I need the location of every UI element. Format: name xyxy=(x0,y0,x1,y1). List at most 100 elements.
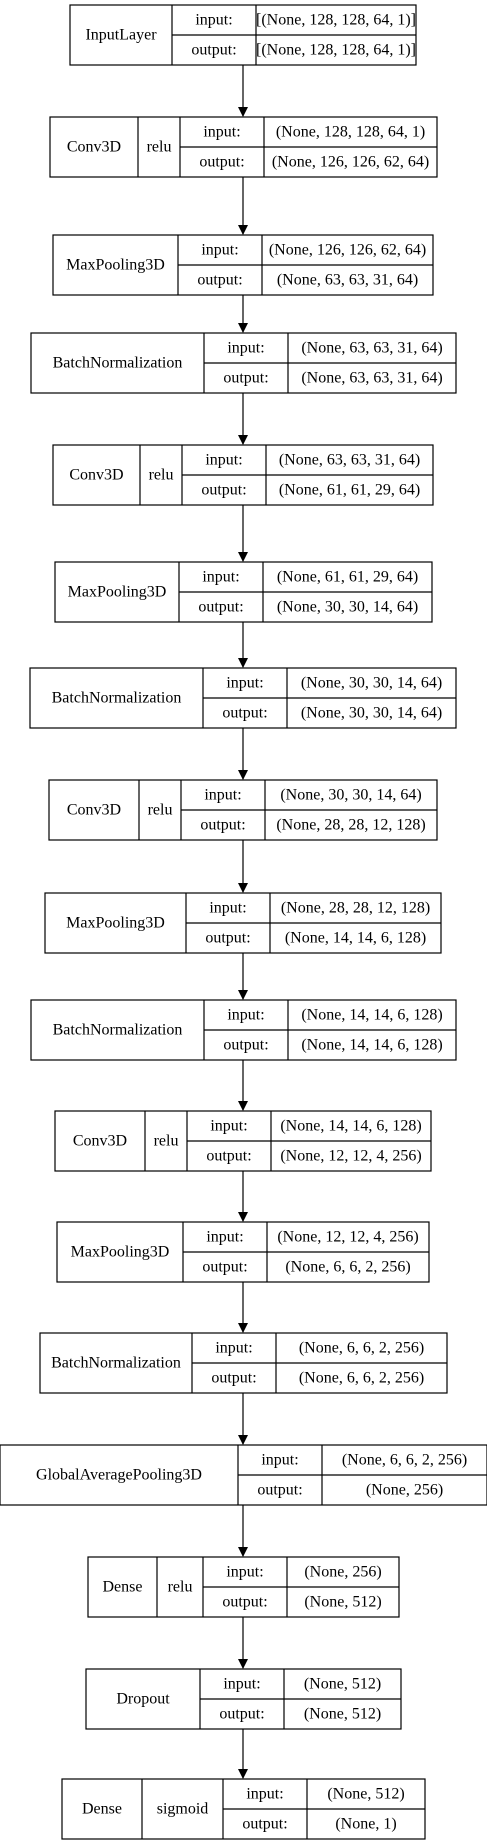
output-shape: (None, 61, 61, 29, 64) xyxy=(279,482,420,499)
input-shape: [(None, 128, 128, 64, 1)] xyxy=(256,12,416,29)
layer-node-border xyxy=(0,1444,487,1506)
input-label: input: xyxy=(203,124,240,141)
output-label: output: xyxy=(201,482,246,499)
output-shape: (None, 126, 126, 62, 64) xyxy=(272,154,429,171)
input-label: input: xyxy=(206,1229,243,1246)
layer-node: GlobalAveragePooling3D input: output: (None… xyxy=(0,1444,487,1506)
output-label: output: xyxy=(206,1148,251,1165)
output-shape: (None, 14, 14, 6, 128) xyxy=(301,1037,442,1054)
output-shape: (None, 14, 14, 6, 128) xyxy=(285,930,426,947)
layer-name: Dropout xyxy=(116,1691,170,1708)
input-shape: (None, 61, 61, 29, 64) xyxy=(277,569,418,586)
layer-name: Dense xyxy=(82,1801,122,1818)
layer-name: BatchNormalization xyxy=(53,355,183,372)
input-label: input: xyxy=(201,242,238,259)
output-label: output: xyxy=(200,817,245,834)
input-label: input: xyxy=(226,675,263,692)
input-label: input: xyxy=(246,1786,283,1803)
layer-node: BatchNormalization input: output: (None, 6,… xyxy=(39,1332,448,1394)
input-shape: (None, 30, 30, 14, 64) xyxy=(301,675,442,692)
input-shape: (None, 6, 6, 2, 256) xyxy=(342,1452,467,1469)
input-shape: (None, 256) xyxy=(304,1564,381,1581)
layer-name: Conv3D xyxy=(67,139,121,156)
input-label: input: xyxy=(202,569,239,586)
input-shape: (None, 126, 126, 62, 64) xyxy=(269,242,426,259)
layer-node: BatchNormalization input: output: (None, 30… xyxy=(29,667,457,729)
layer-node: MaxPooling3D input: output: (None, 61, 61, … xyxy=(54,561,433,623)
input-label: input: xyxy=(210,1118,247,1135)
input-shape: (None, 512) xyxy=(304,1676,381,1693)
layer-activation: relu xyxy=(149,467,174,484)
layer-node: Dropout input: output: (None, 512) (None, 51… xyxy=(85,1668,402,1730)
input-shape: (None, 63, 63, 31, 64) xyxy=(279,452,420,469)
output-shape: (None, 512) xyxy=(304,1706,381,1723)
output-label: output: xyxy=(242,1816,287,1833)
input-shape: (None, 63, 63, 31, 64) xyxy=(301,340,442,357)
output-shape: (None, 63, 63, 31, 64) xyxy=(301,370,442,387)
output-shape: (None, 256) xyxy=(366,1482,443,1499)
input-label: input: xyxy=(223,1676,260,1693)
output-label: output: xyxy=(199,154,244,171)
layer-name: MaxPooling3D xyxy=(66,257,165,274)
input-label: input: xyxy=(215,1340,252,1357)
output-label: output: xyxy=(219,1706,264,1723)
input-shape: (None, 6, 6, 2, 256) xyxy=(299,1340,424,1357)
output-shape: (None, 1) xyxy=(335,1816,396,1833)
input-label: input: xyxy=(227,340,264,357)
input-label: input: xyxy=(261,1452,298,1469)
input-label: input: xyxy=(195,12,232,29)
layer-activation: relu xyxy=(168,1579,193,1596)
output-label: output: xyxy=(198,599,243,616)
output-shape: [(None, 128, 128, 64, 1)] xyxy=(256,42,416,59)
input-shape: (None, 512) xyxy=(327,1786,404,1803)
output-shape: (None, 12, 12, 4, 256) xyxy=(280,1148,421,1165)
layer-activation: relu xyxy=(148,802,173,819)
layer-name: MaxPooling3D xyxy=(68,584,167,601)
layer-name: Conv3D xyxy=(67,802,121,819)
layer-name: Dense xyxy=(103,1579,143,1596)
input-shape: (None, 28, 28, 12, 128) xyxy=(281,900,430,917)
layer-activation: relu xyxy=(147,139,172,156)
layer-name: Conv3D xyxy=(73,1133,127,1150)
output-shape: (None, 512) xyxy=(304,1594,381,1611)
input-label: input: xyxy=(205,452,242,469)
layer-node: Conv3D relu input: output: (None, 14, 14, 6,… xyxy=(54,1110,432,1172)
layer-node: MaxPooling3D input: output: (None, 126, 126… xyxy=(52,234,434,296)
layer-activation: sigmoid xyxy=(157,1801,209,1818)
layer-node: Conv3D relu input: output: (None, 63, 63, 31… xyxy=(52,444,434,506)
layer-name: Conv3D xyxy=(69,467,123,484)
input-label: input: xyxy=(226,1564,263,1581)
input-label: input: xyxy=(204,787,241,804)
layer-name: MaxPooling3D xyxy=(71,1244,170,1261)
layer-name: BatchNormalization xyxy=(51,1355,181,1372)
output-shape: (None, 30, 30, 14, 64) xyxy=(277,599,418,616)
output-shape: (None, 6, 6, 2, 256) xyxy=(285,1259,410,1276)
output-shape: (None, 63, 63, 31, 64) xyxy=(277,272,418,289)
layer-name: InputLayer xyxy=(85,27,157,44)
layer-name: BatchNormalization xyxy=(52,690,182,707)
input-shape: (None, 128, 128, 64, 1) xyxy=(276,124,425,141)
input-shape: (None, 14, 14, 6, 128) xyxy=(280,1118,421,1135)
output-label: output: xyxy=(222,705,267,722)
output-label: output: xyxy=(191,42,236,59)
output-shape: (None, 30, 30, 14, 64) xyxy=(301,705,442,722)
output-label: output: xyxy=(257,1482,302,1499)
layer-node: Conv3D relu input: output: (None, 128, 128, … xyxy=(49,116,438,178)
output-label: output: xyxy=(223,1037,268,1054)
output-label: output: xyxy=(197,272,242,289)
layer-name: BatchNormalization xyxy=(53,1022,183,1039)
input-label: input: xyxy=(209,900,246,917)
input-shape: (None, 14, 14, 6, 128) xyxy=(301,1007,442,1024)
output-label: output: xyxy=(223,370,268,387)
output-label: output: xyxy=(211,1370,256,1387)
layer-activation: relu xyxy=(154,1133,179,1150)
layer-node: BatchNormalization input: output: (None, 63… xyxy=(30,332,457,394)
layer-name: GlobalAveragePooling3D xyxy=(36,1467,202,1484)
output-shape: (None, 6, 6, 2, 256) xyxy=(299,1370,424,1387)
